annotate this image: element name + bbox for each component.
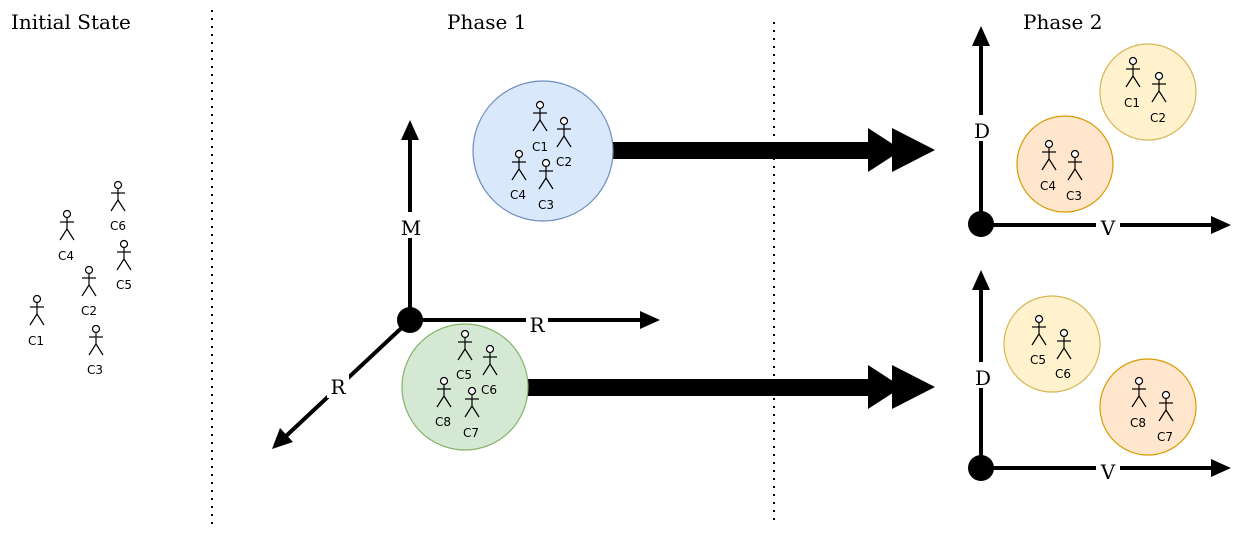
axis-v-arrowhead bbox=[1211, 216, 1231, 234]
phase2-cluster-bottom-yellow: C5 C6 bbox=[1003, 295, 1101, 393]
customer-label: C8 bbox=[435, 415, 451, 429]
customer-label: C1 bbox=[532, 140, 548, 154]
axis-d-arrowhead bbox=[972, 26, 990, 46]
customer-label: C8 bbox=[1130, 416, 1146, 430]
phase1-cluster-green: C5 C6 C8 C7 bbox=[401, 323, 529, 451]
cluster-circle bbox=[1016, 115, 1114, 213]
customer-label: C2 bbox=[556, 155, 572, 169]
cluster-circle bbox=[1003, 295, 1101, 393]
heading-phase-2: Phase 2 bbox=[1023, 10, 1102, 34]
cluster-circle bbox=[401, 323, 529, 451]
phase2-cluster-bottom-orange: C8 C7 bbox=[1099, 358, 1197, 456]
axis-origin bbox=[968, 455, 994, 481]
axis-r-diagonal-arrowhead bbox=[272, 428, 293, 449]
customer-label: C4 bbox=[1040, 179, 1056, 193]
axis-v-label: V bbox=[1100, 460, 1116, 484]
axis-r-diagonal-label: R bbox=[330, 375, 346, 399]
phase2-cluster-top-orange: C4 C3 bbox=[1016, 115, 1114, 213]
customer-label: C1 bbox=[1124, 96, 1140, 110]
phase1-to-phase2-arrow-bottom bbox=[525, 365, 935, 409]
initial-customers: C6 C4 C5 C2 C1 C3 bbox=[28, 180, 132, 377]
customer-label: C6 bbox=[110, 219, 126, 233]
customer-label: C2 bbox=[1150, 111, 1166, 125]
customer-label: C5 bbox=[1030, 353, 1046, 367]
customer-label: C5 bbox=[116, 278, 132, 292]
customer-icon bbox=[81, 265, 97, 297]
cluster-circle bbox=[1099, 358, 1197, 456]
axis-m-arrowhead bbox=[401, 120, 419, 140]
customer-label: C3 bbox=[1066, 189, 1082, 203]
customer-icon bbox=[29, 294, 45, 326]
customer-icon bbox=[110, 180, 126, 212]
cluster-circle bbox=[1099, 43, 1197, 141]
axis-d-arrowhead bbox=[972, 270, 990, 290]
axis-v-label: V bbox=[1100, 216, 1116, 240]
customer-icon bbox=[116, 239, 132, 271]
cluster-circle bbox=[472, 80, 614, 222]
customer-label: C4 bbox=[58, 249, 74, 263]
customer-label: C2 bbox=[81, 304, 97, 318]
customer-label: C1 bbox=[28, 334, 44, 348]
customer-label: C6 bbox=[1055, 367, 1071, 381]
customer-label: C7 bbox=[1157, 430, 1173, 444]
axis-r-label: R bbox=[529, 313, 545, 337]
heading-initial-state: Initial State bbox=[11, 10, 131, 34]
customer-icon bbox=[59, 209, 75, 241]
axis-d-label: D bbox=[974, 119, 990, 143]
axis-d-label: D bbox=[975, 366, 991, 390]
phase1-cluster-blue: C1 C2 C4 C3 bbox=[472, 80, 614, 222]
customer-label: C7 bbox=[463, 426, 479, 440]
customer-label: C6 bbox=[481, 383, 497, 397]
axis-origin bbox=[968, 211, 994, 237]
phase1-axes: M R R bbox=[272, 120, 660, 449]
customer-label: C3 bbox=[538, 198, 554, 212]
customer-label: C4 bbox=[510, 188, 526, 202]
customer-icon bbox=[88, 324, 104, 356]
phase2-top-axes: D V bbox=[968, 26, 1231, 240]
phase1-to-phase2-arrow-top bbox=[612, 128, 935, 172]
phase2-cluster-top-yellow: C1 C2 bbox=[1099, 43, 1197, 141]
axis-m-label: M bbox=[401, 216, 421, 240]
customer-label: C3 bbox=[87, 363, 103, 377]
phase2-bottom-axes: D V bbox=[968, 270, 1231, 484]
axis-v-arrowhead bbox=[1211, 459, 1231, 477]
customer-label: C5 bbox=[456, 368, 472, 382]
axis-r-arrowhead bbox=[640, 311, 660, 329]
axis-origin bbox=[397, 307, 423, 333]
heading-phase-1: Phase 1 bbox=[447, 10, 526, 34]
